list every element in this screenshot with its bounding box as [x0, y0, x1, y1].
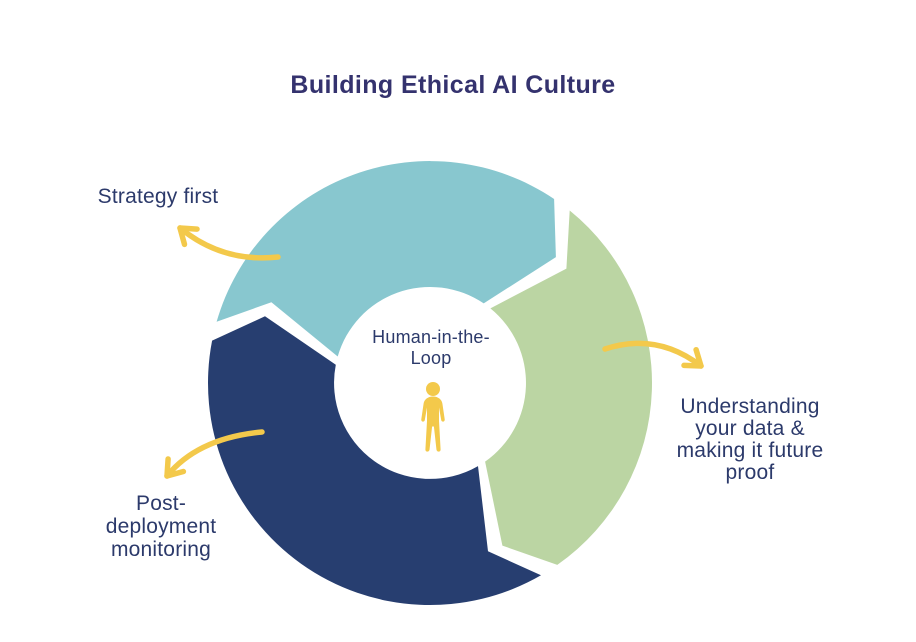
- label-line: monitoring: [110, 538, 212, 561]
- person-icon: [421, 382, 445, 452]
- label-strategy-first: Strategy first: [97, 185, 219, 208]
- label-understanding-data: Understanding your data & making it futu…: [677, 396, 824, 484]
- center-label-line: Loop: [410, 348, 452, 368]
- center-label-human-in-the-loop: Human-in-the- Loop: [372, 327, 490, 369]
- label-post-deployment: Post- deployment monitoring: [106, 492, 217, 561]
- page-title: Building Ethical AI Culture: [290, 71, 616, 99]
- label-line: Understanding: [680, 395, 820, 418]
- center-label-line: Human-in-the-: [372, 327, 490, 347]
- label-line: deployment: [105, 515, 217, 538]
- segment-post-deployment: [208, 316, 541, 606]
- arrow-strategy-icon: [177, 225, 281, 261]
- segment-strategy-first: [216, 161, 556, 357]
- label-line: making it future: [676, 439, 824, 462]
- arrow-understanding-icon: [602, 340, 704, 369]
- arrow-post-icon: [164, 429, 265, 479]
- label-line: your data &: [695, 417, 805, 440]
- label-line: proof: [725, 461, 775, 484]
- segment-understanding-data: [485, 210, 652, 565]
- label-line: Post-: [135, 492, 187, 515]
